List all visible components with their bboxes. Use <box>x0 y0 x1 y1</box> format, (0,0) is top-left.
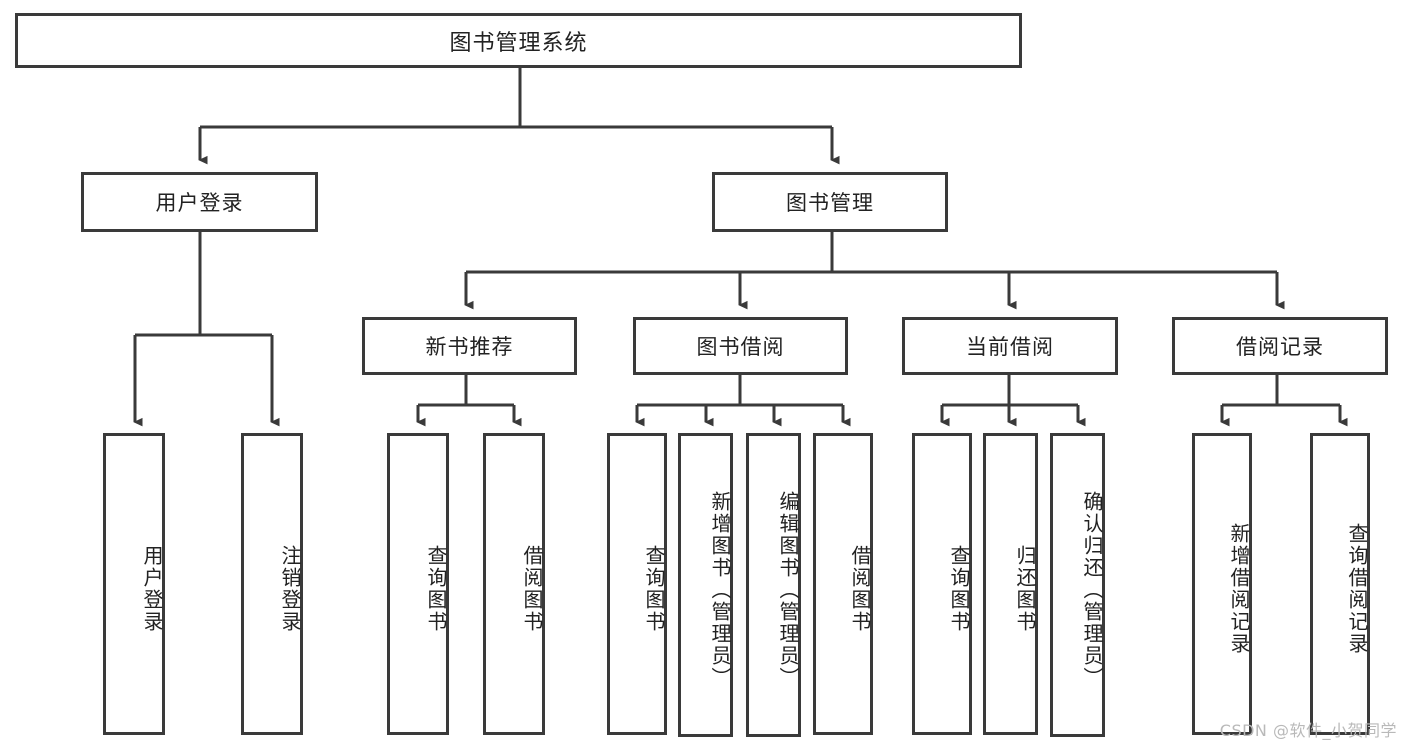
leaf-user-login[interactable]: 用户登录 <box>103 433 165 735</box>
leaf-newbook-query[interactable]: 查询图书 <box>387 433 449 735</box>
node-root[interactable]: 图书管理系统 <box>15 13 1022 68</box>
leaf-borrow-add-book[interactable]: 新增图书（管理员） <box>678 433 733 737</box>
leaf-current-confirm-return[interactable]: 确认归还（管理员） <box>1050 433 1105 737</box>
node-book-borrow[interactable]: 图书借阅 <box>633 317 848 375</box>
node-borrow-record[interactable]: 借阅记录 <box>1172 317 1388 375</box>
leaf-borrow-borrow-book-label: 借阅图书 <box>848 545 872 633</box>
leaf-record-add-label: 新增借阅记录 <box>1227 523 1251 655</box>
node-user-login-label: 用户登录 <box>155 191 244 215</box>
leaf-current-query-label: 查询图书 <box>947 545 971 633</box>
node-book-management-label: 图书管理 <box>786 191 874 215</box>
node-book-management[interactable]: 图书管理 <box>712 172 948 232</box>
node-new-book-recommend[interactable]: 新书推荐 <box>362 317 577 375</box>
leaf-borrow-query-label: 查询图书 <box>642 545 666 633</box>
leaf-borrow-edit-book[interactable]: 编辑图书（管理员） <box>746 433 801 737</box>
leaf-user-login-label: 用户登录 <box>140 545 164 633</box>
leaf-borrow-edit-book-label: 编辑图书（管理员） <box>776 491 800 689</box>
leaf-current-return-label: 归还图书 <box>1013 545 1037 633</box>
node-current-borrow-label: 当前借阅 <box>966 335 1054 359</box>
csdn-watermark: CSDN @软件_小贺同学 <box>1219 721 1397 740</box>
node-current-borrow[interactable]: 当前借阅 <box>902 317 1118 375</box>
leaf-newbook-query-label: 查询图书 <box>424 545 448 633</box>
node-root-label: 图书管理系统 <box>449 30 588 56</box>
leaf-borrow-query[interactable]: 查询图书 <box>607 433 667 735</box>
leaf-record-add[interactable]: 新增借阅记录 <box>1192 433 1252 735</box>
leaf-user-logout[interactable]: 注销登录 <box>241 433 303 735</box>
leaf-record-query-label: 查询借阅记录 <box>1345 523 1369 655</box>
node-borrow-record-label: 借阅记录 <box>1236 335 1324 359</box>
leaf-newbook-borrow-label: 借阅图书 <box>520 545 544 633</box>
leaf-borrow-add-book-label: 新增图书（管理员） <box>708 491 732 689</box>
leaf-record-query[interactable]: 查询借阅记录 <box>1310 433 1370 735</box>
node-book-borrow-label: 图书借阅 <box>696 335 785 359</box>
leaf-current-return[interactable]: 归还图书 <box>983 433 1038 735</box>
node-new-book-recommend-label: 新书推荐 <box>425 335 514 359</box>
leaf-borrow-borrow-book[interactable]: 借阅图书 <box>813 433 873 735</box>
node-user-login[interactable]: 用户登录 <box>81 172 318 232</box>
leaf-newbook-borrow[interactable]: 借阅图书 <box>483 433 545 735</box>
leaf-current-confirm-return-label: 确认归还（管理员） <box>1080 491 1104 689</box>
leaf-user-logout-label: 注销登录 <box>278 545 302 633</box>
leaf-current-query[interactable]: 查询图书 <box>912 433 972 735</box>
